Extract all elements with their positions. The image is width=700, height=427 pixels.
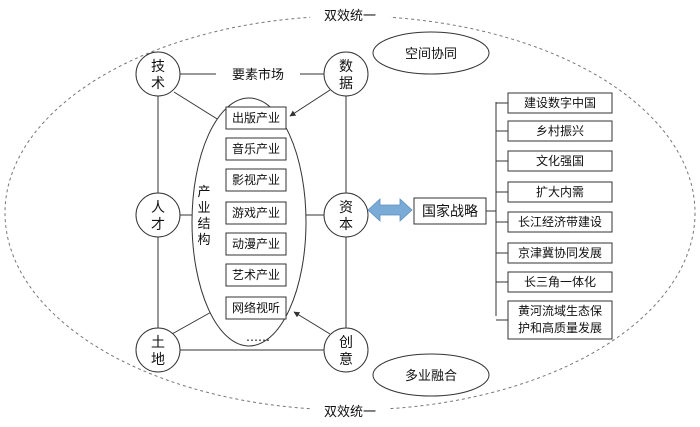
- national-strategy-box: [413, 197, 487, 225]
- strategy-label: 长三角一体化: [524, 275, 596, 289]
- factor-capital-char-1: 资: [339, 200, 353, 216]
- industry-label: 音乐产业: [232, 141, 280, 156]
- factor-tech: 技 术: [135, 51, 181, 97]
- factor-data: 数 据: [323, 51, 369, 97]
- industry-label: 网络视听: [232, 300, 280, 315]
- strategy-box: [507, 92, 613, 114]
- strategy-label: 京津冀协同发展: [518, 245, 602, 260]
- multi-industry-ellipse: [372, 353, 490, 397]
- factor-talent-char-2: 才: [151, 217, 165, 233]
- industry-structure-char-1: 产: [197, 185, 210, 200]
- strategy-label: 长江经济带建设: [518, 214, 602, 229]
- factor-tech-char-1: 技: [151, 59, 165, 75]
- factor-tech-char-2: 术: [151, 76, 165, 92]
- industry-structure-char-3: 结: [197, 217, 210, 232]
- factor-creativity-char-2: 意: [339, 351, 353, 368]
- industries-more: ……: [246, 330, 270, 344]
- industry-box: [225, 168, 287, 192]
- strategy-label: 建设数字中国: [524, 95, 596, 110]
- spatial-synergy-label: 空间协同: [405, 47, 457, 62]
- strategy-box: [507, 120, 613, 142]
- industry-structure-char-2: 业: [197, 201, 210, 216]
- strategy-label: 扩大内需: [536, 185, 584, 199]
- factor-talent-char-1: 人: [151, 200, 165, 216]
- strategy-box: [507, 211, 613, 233]
- strategy-box: [507, 271, 613, 293]
- factor-data-char-1: 数: [339, 59, 353, 75]
- industry-label: 游戏产业: [232, 206, 280, 220]
- industry-label: 艺术产业: [232, 268, 280, 282]
- factor-creativity-char-1: 创: [339, 335, 353, 351]
- factor-creativity: 创 意: [323, 327, 369, 373]
- strategy-list: 建设数字中国乡村振兴文化强国扩大内需长江经济带建设京津冀协同发展长三角一体化黄河…: [496, 92, 613, 340]
- strategy-label: 黄河流域生态保: [518, 304, 602, 318]
- strategy-label: 护和高质量发展: [518, 320, 602, 335]
- industry-label: 出版产业: [232, 111, 280, 125]
- factor-capital: 资 本: [323, 192, 369, 238]
- industry-box: [225, 296, 287, 320]
- strategy-box: [507, 300, 613, 340]
- factor-land-char-2: 地: [151, 352, 165, 368]
- outer-label-top: 双效统一: [324, 9, 376, 24]
- factor-capital-char-2: 本: [339, 217, 353, 233]
- factor-talent: 人 才: [135, 192, 181, 238]
- industry-box: [225, 232, 287, 256]
- spatial-synergy-ellipse: [372, 31, 490, 75]
- double-arrow-icon: [367, 198, 413, 222]
- strategy-box: [507, 181, 613, 203]
- industry-box: [225, 263, 287, 287]
- factor-land: 土 地: [135, 327, 181, 373]
- outer-label-bottom: 双效统一: [324, 405, 376, 420]
- strategy-box: [507, 242, 613, 264]
- industry-structure-char-4: 构: [197, 233, 210, 248]
- industry-label: 动漫产业: [232, 237, 280, 251]
- national-strategy-label: 国家战略: [422, 203, 478, 220]
- multi-industry-label: 多业融合: [405, 368, 457, 384]
- industry-label: 影视产业: [232, 172, 280, 187]
- strategy-box: [507, 150, 613, 172]
- industry-box: [225, 106, 287, 130]
- industry-box: [225, 201, 287, 225]
- industry-structure-label: 产 业 结 构: [197, 185, 210, 248]
- factor-market-label: 要素市场: [232, 67, 284, 83]
- strategy-label: 乡村振兴: [536, 124, 584, 138]
- factor-land-char-1: 土: [151, 335, 165, 351]
- industry-box: [225, 137, 287, 161]
- factor-data-char-2: 据: [339, 76, 353, 92]
- strategy-label: 文化强国: [536, 153, 584, 168]
